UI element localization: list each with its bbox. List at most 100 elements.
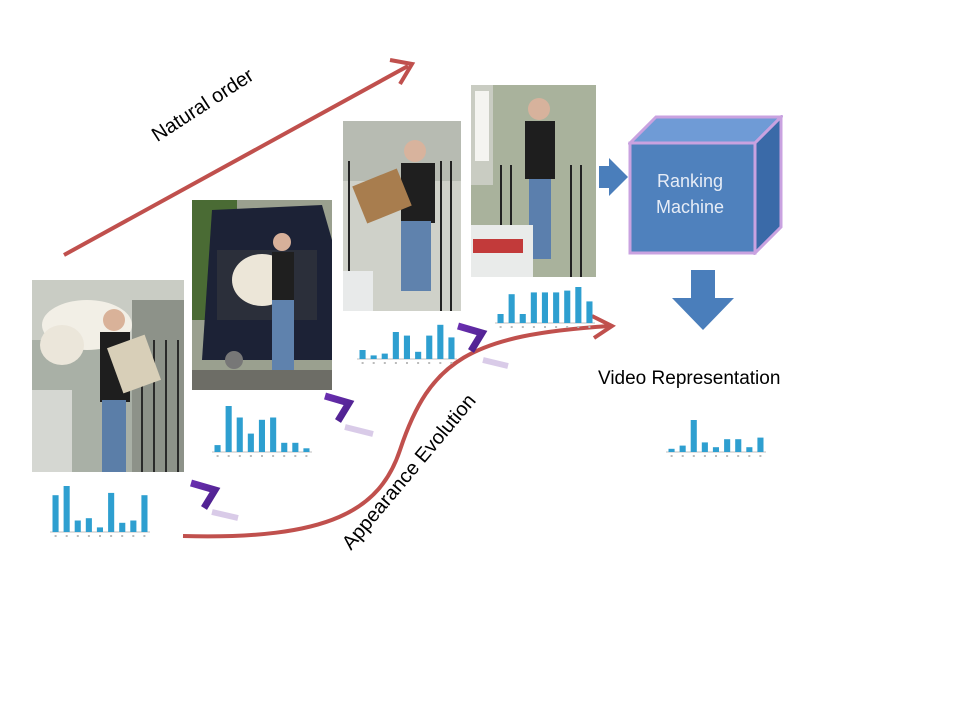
histogram-bar: [258, 419, 265, 452]
frame-3-image: [343, 121, 461, 311]
histogram-bar: [85, 518, 92, 532]
photo-woman-carrying-box-icon: [343, 121, 461, 311]
histogram-bar: [690, 420, 697, 452]
histogram-tick: [143, 535, 146, 537]
histogram-bar: [564, 290, 571, 323]
histogram-bar: [247, 433, 254, 452]
histogram-bar: [141, 495, 148, 532]
histogram-bar: [553, 292, 560, 323]
histogram-tick: [577, 326, 580, 328]
histogram-tick: [132, 535, 135, 537]
histogram-tick: [99, 535, 101, 537]
histogram-bar: [757, 437, 764, 452]
ranking-machine-line1: Ranking: [656, 171, 724, 191]
histogram-bar: [403, 335, 410, 359]
photo-woman-standing-icon: [471, 85, 596, 277]
histogram-bar: [281, 442, 288, 452]
frame-2-histogram: [212, 406, 312, 457]
histogram-bar: [541, 292, 548, 323]
histogram-bar: [108, 492, 115, 532]
ranking-machine-label: Ranking Machine: [640, 168, 740, 220]
histogram-bar: [359, 350, 366, 359]
histogram-bar: [508, 294, 515, 323]
histogram-bar: [519, 314, 526, 323]
ranking-machine-line2: Machine: [655, 197, 725, 217]
histogram-bar: [392, 332, 399, 359]
histogram-bar: [746, 447, 753, 452]
frame-4-image: [471, 85, 596, 277]
right-arrow-to-ranking-machine: [599, 158, 628, 196]
frame-2-image: [192, 200, 332, 390]
histogram-bar: [370, 355, 377, 359]
histogram-bar: [74, 520, 81, 532]
histogram-tick: [737, 455, 740, 457]
histogram-bar: [530, 292, 537, 323]
rank-symbol-2: [324, 392, 374, 437]
histogram-bar: [130, 520, 137, 532]
ranking-machine-cube: [628, 115, 783, 255]
histogram-bar: [437, 324, 444, 359]
histogram-tick: [715, 455, 717, 457]
frame-3-histogram: [357, 324, 457, 364]
histogram-tick: [249, 455, 252, 457]
photo-woman-at-car-trunk-icon: [192, 200, 332, 390]
frame-1-histogram: [50, 486, 150, 537]
histogram-tick: [54, 535, 57, 537]
histogram-bar: [303, 448, 310, 452]
histogram-tick: [417, 362, 420, 364]
histogram-bar: [448, 337, 455, 359]
histogram-tick: [726, 455, 729, 457]
histogram-tick: [406, 362, 408, 364]
histogram-tick: [428, 362, 431, 364]
histogram-tick: [759, 455, 762, 457]
histogram-bar: [701, 442, 708, 452]
histogram-bar: [712, 447, 719, 452]
histogram-tick: [450, 362, 453, 364]
histogram-tick: [703, 455, 706, 457]
histogram-tick: [294, 455, 297, 457]
rank-symbol-3: [457, 322, 509, 369]
histogram-bar: [586, 301, 593, 323]
histogram-bar: [575, 287, 582, 323]
histogram-tick: [283, 455, 286, 457]
histogram-tick: [439, 362, 442, 364]
histogram-tick: [510, 326, 513, 328]
histogram-tick: [521, 326, 524, 328]
histogram-tick: [238, 455, 241, 457]
histogram-tick: [566, 326, 569, 328]
histogram-bar: [426, 335, 433, 359]
histogram-tick: [272, 455, 275, 457]
histogram-bar: [381, 353, 388, 359]
histogram-bar: [735, 439, 742, 452]
histogram-tick: [372, 362, 375, 364]
histogram-tick: [216, 455, 219, 457]
frame-4-histogram: [495, 287, 595, 328]
histogram-tick: [76, 535, 79, 537]
histogram-tick: [394, 362, 397, 364]
histogram-bar: [52, 495, 59, 532]
histogram-bar: [724, 439, 731, 452]
histogram-bar: [225, 406, 232, 452]
histogram-tick: [121, 535, 124, 537]
rank-symbol-1: [190, 479, 239, 521]
histogram-tick: [544, 326, 546, 328]
histogram-tick: [681, 455, 684, 457]
histogram-bar: [96, 527, 103, 532]
histogram-tick: [110, 535, 113, 537]
histogram-tick: [305, 455, 308, 457]
histogram-bar: [415, 351, 422, 359]
frame-1-image: [32, 280, 184, 472]
histogram-tick: [692, 455, 695, 457]
histogram-bar: [668, 448, 675, 452]
histogram-bar: [214, 445, 221, 452]
photo-woman-carrying-rug-icon: [32, 280, 184, 472]
down-arrow-to-video-representation: [672, 270, 734, 330]
histogram-tick: [670, 455, 673, 457]
histogram-bar: [63, 486, 70, 532]
histogram-bar: [292, 442, 299, 452]
histogram-tick: [532, 326, 535, 328]
video-representation-histogram: [666, 420, 766, 457]
histogram-bar: [679, 445, 686, 452]
